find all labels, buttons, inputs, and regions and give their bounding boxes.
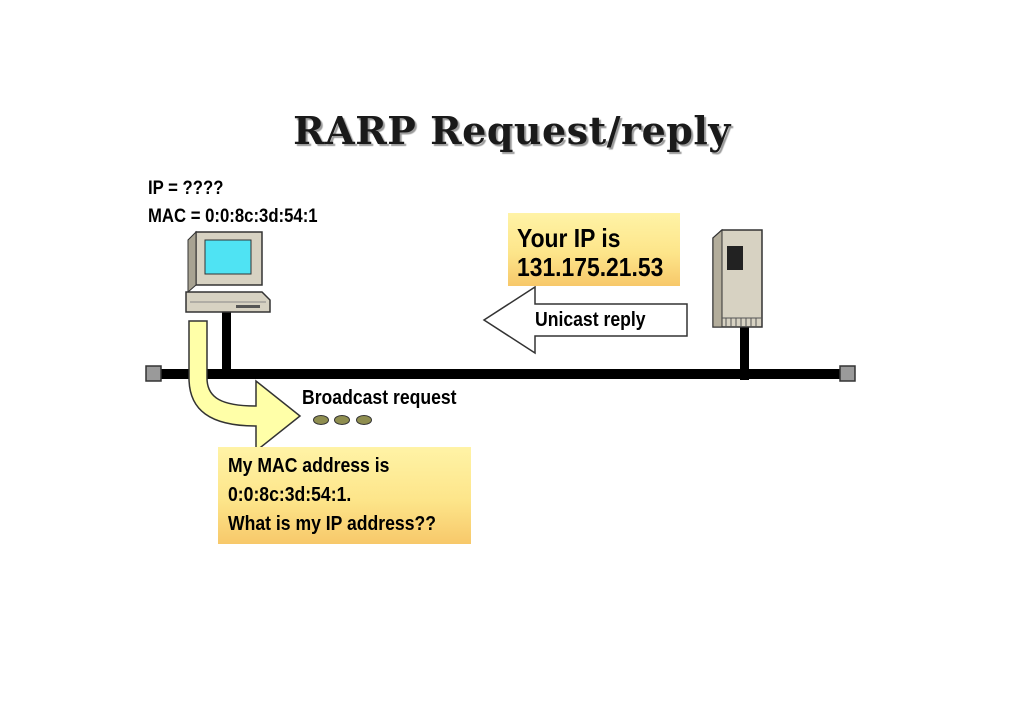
bus-terminator-left [145,365,162,382]
broadcast-request-label: Broadcast request [302,387,457,409]
request-note-box [218,447,471,544]
unicast-reply-label: Unicast reply [535,309,646,331]
reply-text-line2: 131.175.21.53 [517,252,664,282]
diagram-title: RARP Request/reply [293,108,731,153]
request-text-line3: What is my IP address?? [228,513,437,535]
broadcast-dots [313,415,372,425]
reply-note-box [508,213,680,286]
rarp-server-icon [712,228,763,380]
broadcast-arrow [188,320,302,453]
unicast-reply-arrow [482,285,688,355]
request-text-line1: My MAC address is [228,455,390,477]
client-computer-icon [185,230,271,374]
host-ip-label: IP = ???? [148,178,224,199]
bus-terminator-right [839,365,856,382]
reply-text-line1: Your IP is [517,223,621,253]
host-mac-label: MAC = 0:0:8c:3d:54:1 [148,206,318,227]
network-bus [145,365,856,382]
bus-cable [160,369,846,379]
request-text-line2: 0:0:8c:3d:54:1. [228,484,352,506]
